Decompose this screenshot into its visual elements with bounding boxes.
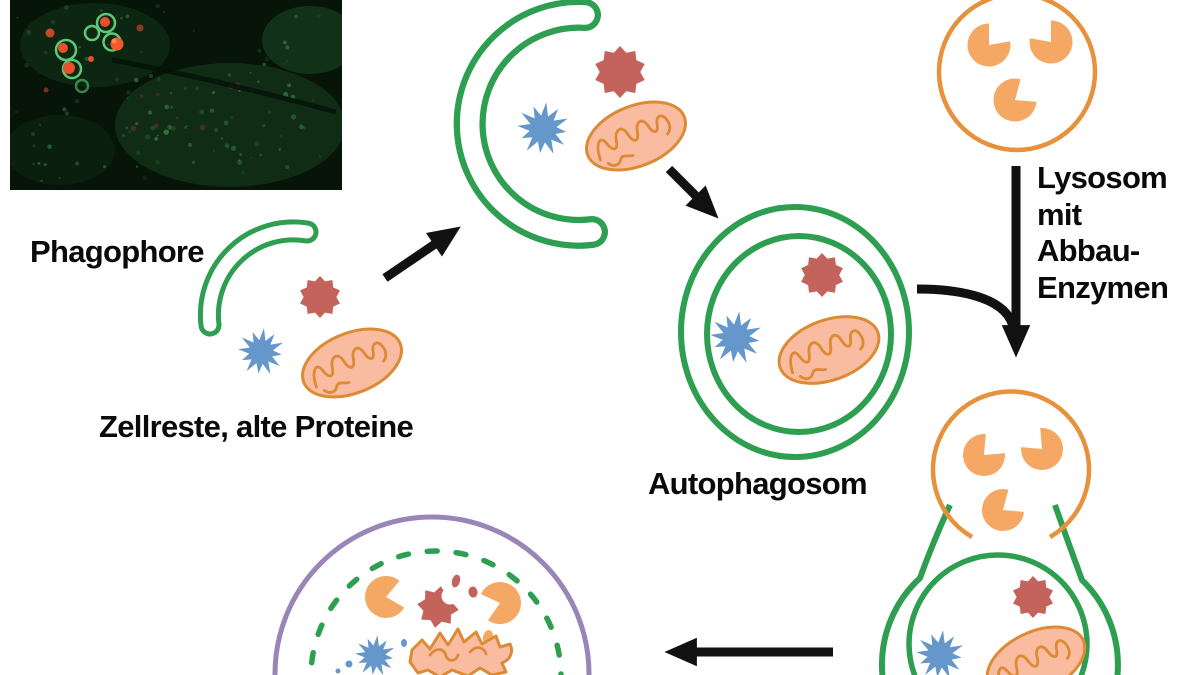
autophagosome-label: Autophagosom: [648, 466, 868, 501]
lysosome-label-line2: mit: [1037, 196, 1082, 232]
degraded-mitochondrion-icon: [408, 627, 514, 675]
lysosome-label-line4: Enzymen: [1037, 269, 1169, 305]
micrograph-red-puncta: [43, 17, 144, 93]
curved-connector: [916, 284, 1018, 328]
lysosome-label-line3: Abbau-: [1037, 233, 1140, 268]
phagophore-label: Phagophore: [30, 234, 205, 269]
cargo-label: Zellreste, alte Proteine: [99, 409, 414, 444]
lysosome-label-line1: Lysosom: [1037, 160, 1168, 195]
mitochondrion-icon: [575, 87, 697, 185]
mitochondrion-icon: [291, 314, 413, 412]
autophagosome-icon: [678, 204, 912, 460]
blue-protein-icon: [517, 102, 568, 154]
elongating-phagophore-icon: [453, 0, 608, 249]
fluorescence-micrograph: [10, 0, 342, 190]
arrow-icon: [665, 165, 719, 219]
degraded-blue-protein-icon: [335, 635, 407, 675]
autolysosome-icon: [272, 514, 592, 675]
red-protein-icon: [595, 46, 645, 98]
fusion-icon: [878, 389, 1121, 675]
micrograph-dark-streak: [111, 57, 337, 115]
cargo-cluster: [238, 276, 413, 412]
blue-protein-icon: [238, 328, 284, 375]
arrow-icon: [382, 226, 461, 282]
degraded-red-protein-icon: [417, 574, 478, 628]
lysosome-icon: [936, 0, 1098, 153]
phagophore-crescent-icon: [197, 219, 319, 337]
cargo-cluster: [517, 46, 697, 185]
lysosome-label: Lysosom mit Abbau- Enzymen: [1037, 160, 1169, 306]
red-protein-icon: [300, 276, 340, 318]
